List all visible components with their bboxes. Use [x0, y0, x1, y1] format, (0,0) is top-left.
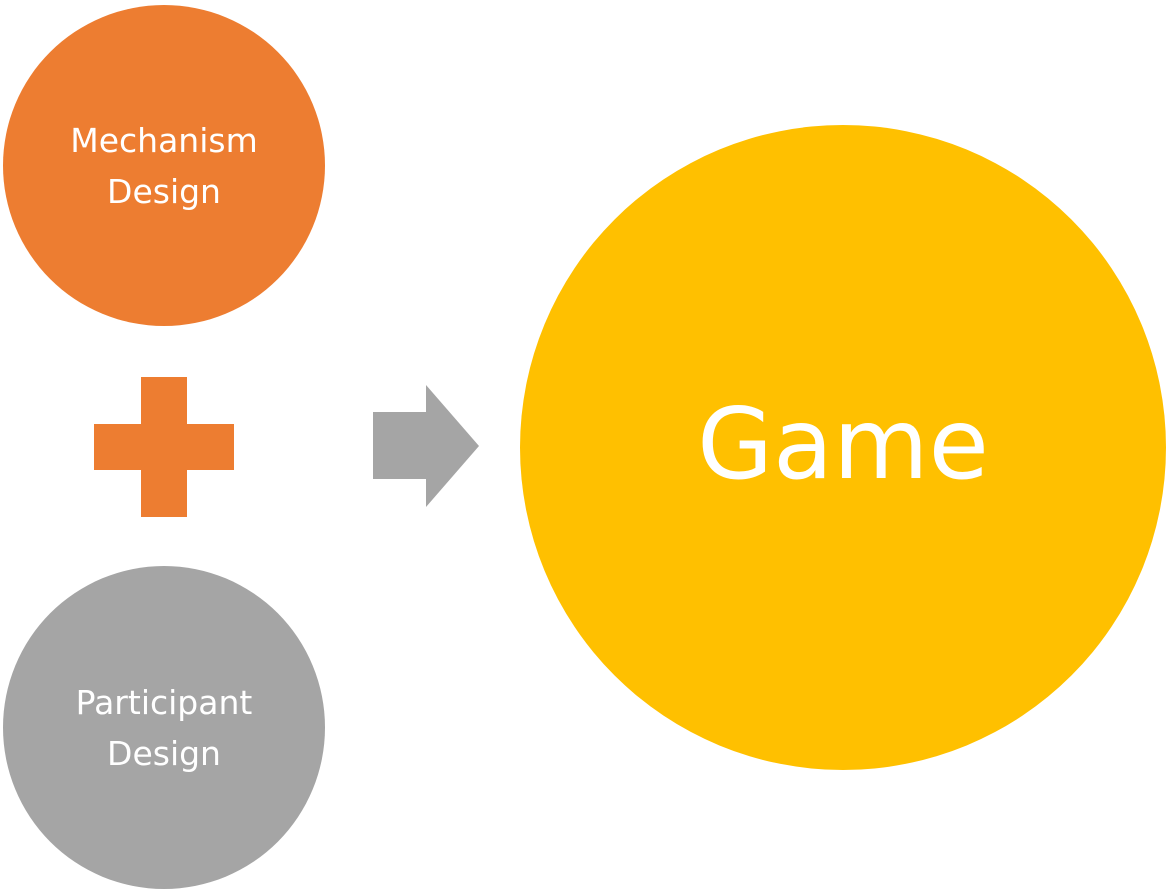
plus-icon — [94, 377, 234, 517]
participant-design-circle: Participant Design — [3, 566, 325, 889]
participant-design-label-line1: Participant — [75, 682, 253, 722]
mechanism-design-label-line1: Mechanism — [70, 120, 258, 160]
game-circle: Game — [520, 125, 1166, 770]
mechanism-design-label-line2: Design — [107, 171, 221, 211]
mechanism-design-circle: Mechanism Design — [3, 5, 325, 326]
right-arrow-shape — [373, 385, 479, 507]
plus-vertical-bar — [141, 377, 187, 517]
participant-design-label-line2: Design — [107, 733, 221, 773]
game-label: Game — [697, 387, 989, 502]
right-arrow-icon — [373, 385, 479, 507]
